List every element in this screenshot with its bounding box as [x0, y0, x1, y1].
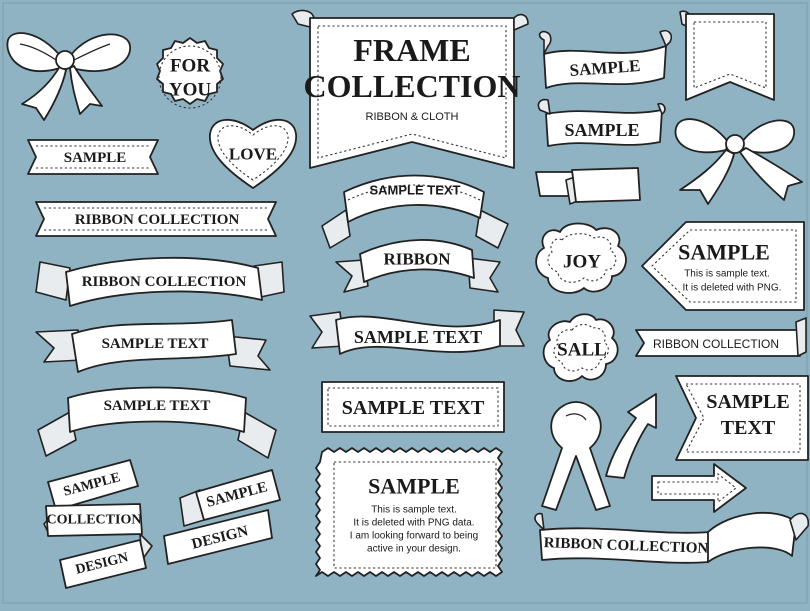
- bow-top-left: [6, 32, 131, 121]
- sall-text: SALL: [557, 340, 607, 361]
- note-line-4: active in your design.: [367, 544, 461, 555]
- title-subtitle: RIBBON & CLOTH: [366, 111, 459, 123]
- scroll-sample-text: SAMPLE: [569, 56, 641, 80]
- sall-flower: SALL: [542, 313, 619, 382]
- stamp-note: SAMPLE This is sample text. It is delete…: [315, 447, 503, 577]
- ribbon-collection-curved-text: RIBBON COLLECTION: [82, 274, 247, 290]
- mid-sample-text-big-text: SAMPLE TEXT: [354, 327, 482, 347]
- ribbon-collection-right: RIBBON COLLECTION: [635, 317, 807, 357]
- for-you-text-1: FOR: [170, 56, 210, 77]
- love-heart: LOVE: [209, 119, 297, 189]
- arrow-right: [651, 463, 747, 513]
- tag-line-2: It is deleted with PNG.: [683, 283, 782, 294]
- note-line-1: This is sample text.: [371, 505, 457, 516]
- tag-line-1: This is sample text.: [684, 269, 770, 280]
- mid-sample-text-big: SAMPLE TEXT: [309, 309, 525, 355]
- awareness-ribbon: [541, 401, 611, 511]
- ribbon-collection-bottom: RIBBON COLLECTION: [534, 511, 810, 564]
- sample-text-wave-ribbon: SAMPLE TEXT: [35, 319, 271, 373]
- stack-text-2: COLLECTION: [47, 513, 142, 528]
- ribbon-collection-curved: RIBBON COLLECTION: [35, 256, 285, 307]
- for-you-badge: FOR YOU: [156, 37, 224, 109]
- ribbon-collection-bottom-text: RIBBON COLLECTION: [543, 535, 708, 557]
- mid-sample-text-box: SAMPLE TEXT: [321, 381, 505, 433]
- sample-design-pair: SAMPLE DESIGN: [163, 469, 281, 565]
- scroll-sample-second: SAMPLE: [537, 98, 666, 147]
- joy-text: JOY: [563, 252, 601, 273]
- tag-title: SAMPLE: [678, 240, 770, 265]
- note-line-3: I am looking forward to being: [350, 531, 478, 542]
- sample-text-wave-text: SAMPLE TEXT: [102, 336, 209, 352]
- banner-right: SAMPLE TEXT: [675, 375, 809, 461]
- banner-right-text-1: SAMPLE: [706, 391, 789, 413]
- for-you-text-2: YOU: [169, 80, 212, 101]
- sample-text-arch-ribbon: SAMPLE TEXT: [37, 386, 277, 459]
- price-tag: SAMPLE This is sample text. It is delete…: [641, 221, 805, 311]
- note-line-2: It is deleted with PNG data.: [353, 518, 474, 529]
- sample-small-text: SAMPLE: [64, 150, 127, 166]
- folded-ribbon-small: [535, 167, 641, 205]
- arrow-up: [605, 393, 657, 479]
- note-title: SAMPLE: [368, 474, 460, 499]
- mid-sample-text-ribbon: SAMPLE TEXT: [321, 174, 509, 249]
- mid-box-text: SAMPLE TEXT: [342, 397, 485, 419]
- banner-right-text-2: TEXT: [721, 417, 776, 439]
- title-line-1: FRAME: [353, 32, 470, 68]
- ribbon-collection-flat: RIBBON COLLECTION: [35, 201, 277, 237]
- sample-text-arch-text: SAMPLE TEXT: [104, 398, 211, 414]
- love-text: LOVE: [229, 145, 277, 164]
- ribbon-collection-flat-text: RIBBON COLLECTION: [75, 212, 240, 228]
- bow-right: [674, 118, 803, 205]
- mid-sample-text-top: SAMPLE TEXT: [369, 183, 460, 198]
- ribbon-collection-right-text: RIBBON COLLECTION: [653, 337, 779, 351]
- title-flag: FRAME COLLECTION RIBBON & CLOTH: [291, 9, 529, 169]
- title-line-2: COLLECTION: [304, 68, 521, 104]
- joy-cloud: JOY: [535, 222, 627, 294]
- scroll-sample-top: SAMPLE: [538, 29, 673, 89]
- sample-ribbon-small: SAMPLE: [27, 139, 159, 175]
- flag-top-right: [679, 10, 775, 101]
- mid-ribbon-text: RIBBON: [383, 250, 451, 269]
- scroll-sample-2-text: SAMPLE: [564, 120, 639, 140]
- mid-ribbon-banner: RIBBON: [335, 239, 501, 293]
- stacked-ribbons: SAMPLE COLLECTION DESIGN: [43, 459, 153, 589]
